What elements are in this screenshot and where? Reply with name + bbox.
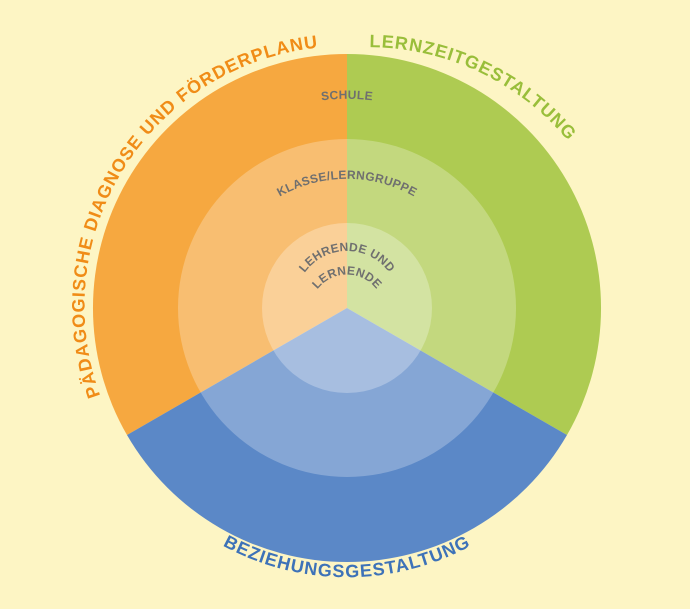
sector-green bbox=[347, 53, 602, 435]
ring-lehrende bbox=[262, 223, 432, 393]
sector-orange bbox=[92, 53, 347, 435]
label-schule: SCHULE bbox=[320, 88, 373, 104]
sector-blue bbox=[127, 308, 567, 563]
ring-klasse bbox=[178, 139, 516, 477]
